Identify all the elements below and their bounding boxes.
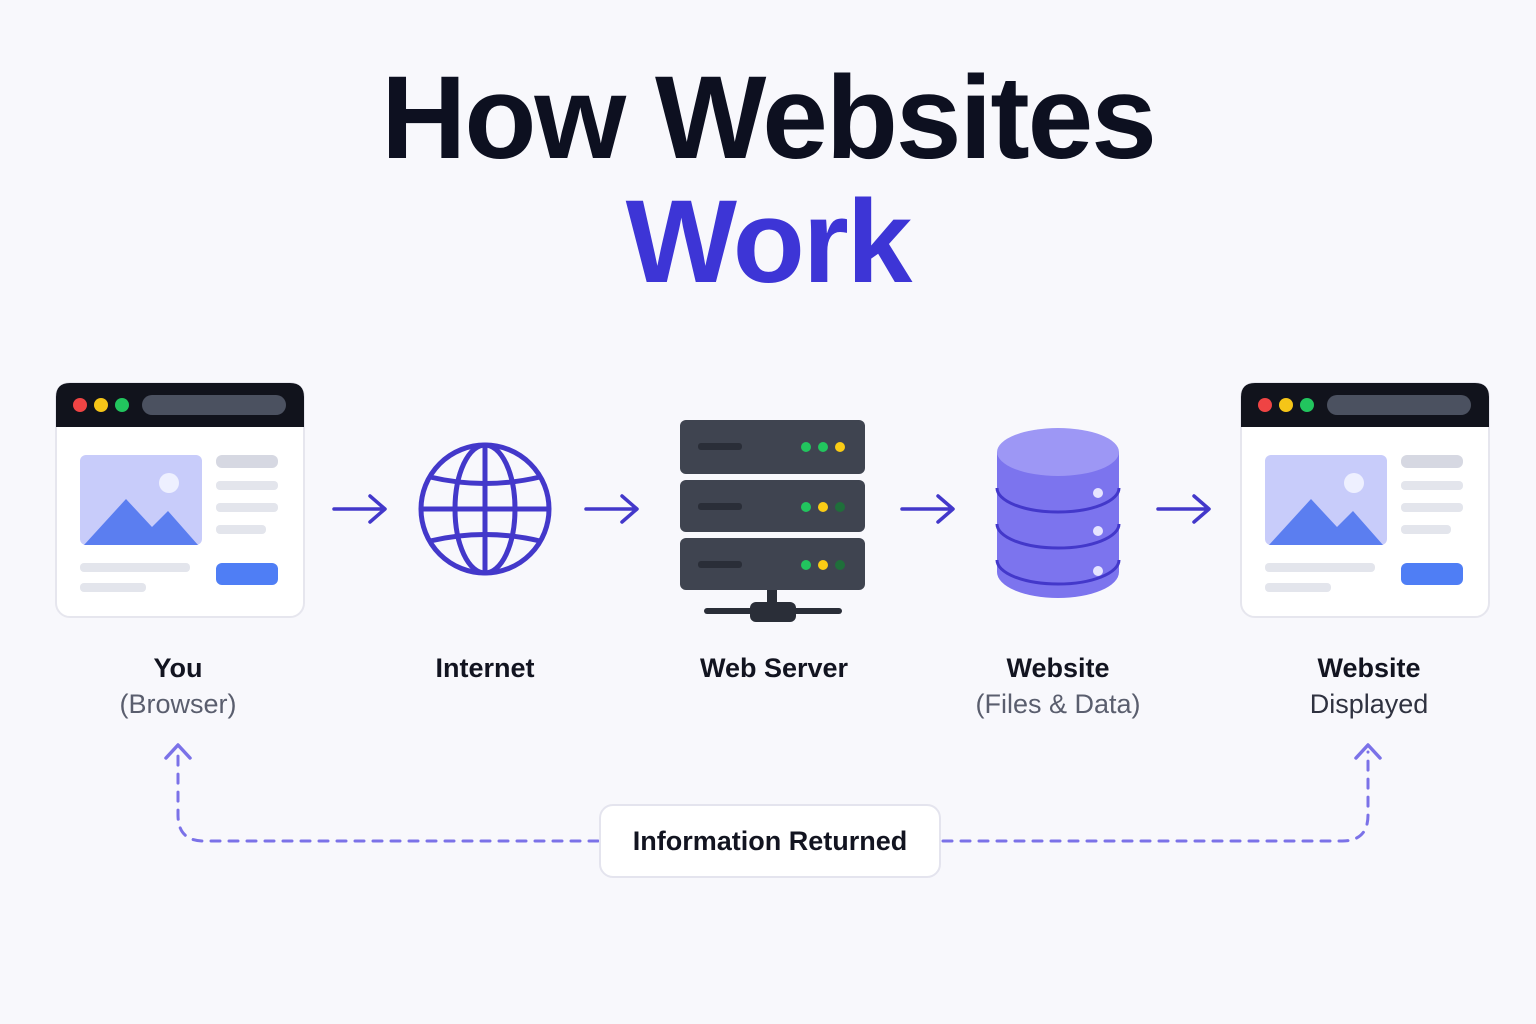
node-subtitle: (Files & Data) (975, 689, 1141, 719)
information-returned-box: Information Returned (599, 804, 941, 878)
arrow-right-icon (898, 492, 958, 531)
globe-icon (416, 440, 554, 583)
information-returned-label: Information Returned (632, 825, 908, 856)
database-icon (994, 426, 1122, 607)
arrow-right-icon (330, 492, 390, 531)
node-label-displayed: Website Displayed (1239, 650, 1499, 722)
arrow-up-icon (1354, 743, 1382, 760)
node-label-server: Web Server (644, 650, 904, 686)
node-subtitle: (Browser) (119, 689, 237, 719)
browser-window-icon (1239, 381, 1491, 626)
title-line-1: How Websites (381, 52, 1157, 184)
node-title: You (153, 653, 203, 683)
node-title: Website (1006, 653, 1110, 683)
title-line-2: Work (625, 176, 913, 308)
node-label-browser: You (Browser) (48, 650, 308, 722)
node-title: Website (1317, 653, 1421, 683)
node-title: Internet (435, 653, 535, 683)
arrow-right-icon (582, 492, 642, 531)
browser-window-icon (54, 381, 306, 626)
node-subtitle: Displayed (1309, 689, 1429, 719)
node-title: Web Server (699, 653, 849, 683)
arrow-right-icon (1154, 492, 1214, 531)
arrow-up-icon (164, 743, 192, 760)
server-rack-icon (678, 418, 868, 633)
node-label-internet: Internet (355, 650, 615, 686)
node-label-website: Website (Files & Data) (928, 650, 1188, 722)
